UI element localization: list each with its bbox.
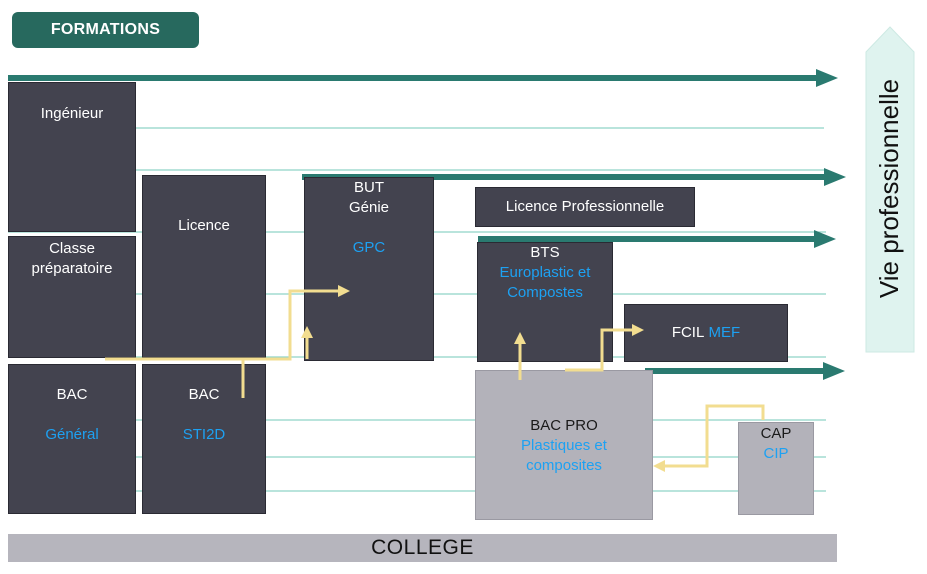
bac-pro-sub1: Plastiques et — [521, 437, 607, 454]
cap-box: CAP CIP — [738, 422, 814, 515]
teal-arrow-shaft — [8, 75, 820, 81]
bac-sti2d-label: BAC — [188, 386, 220, 403]
but-line1: BUT — [354, 179, 384, 196]
ingenieur-label: Ingénieur — [40, 105, 104, 122]
teal-arrow-shaft — [645, 368, 827, 374]
path-to-but-gpc — [105, 289, 340, 361]
arrowhead — [632, 324, 644, 336]
teal-arrows — [8, 69, 846, 380]
fcil-label: FCIL — [671, 324, 705, 341]
bac-general-label: BAC — [56, 386, 88, 403]
classe-preparatoire-box: Classe préparatoire — [8, 236, 136, 358]
fcil-sub: MEF — [708, 324, 741, 341]
bac-pro-sub2: composites — [526, 457, 602, 474]
cap-sub: CIP — [763, 445, 789, 462]
licence-professionnelle-box: Licence Professionnelle — [475, 187, 695, 227]
teal-arrow-head — [823, 362, 845, 380]
licence-box: Licence — [142, 175, 266, 358]
ingenieur-box: Ingénieur — [8, 82, 136, 232]
teal-arrow-shaft — [302, 174, 828, 180]
vie-professionnelle-label-wrap: Vie professionnelle — [864, 25, 916, 352]
cap-label: CAP — [760, 425, 792, 442]
bts-label: BTS — [530, 244, 560, 261]
yellow-arrowheads — [301, 285, 665, 472]
bac-sti2d-sub: STI2D — [182, 426, 226, 443]
teal-arrow-head — [816, 69, 838, 87]
arrowhead — [514, 332, 526, 344]
classe-prep-line2: préparatoire — [31, 260, 113, 277]
bac-sti2d-box: BAC STI2D — [142, 364, 266, 514]
bac-pro-label: BAC PRO — [530, 417, 598, 434]
bac-pro-box: BAC PRO Plastiques et composites — [475, 370, 653, 520]
vie-professionnelle-arrow — [865, 26, 915, 353]
formations-badge: FORMATIONS — [12, 12, 199, 48]
yellow-paths — [105, 289, 765, 468]
licence-label: Licence — [178, 217, 230, 234]
bts-sub2: Compostes — [507, 284, 583, 301]
but-sub: GPC — [352, 239, 386, 256]
bac-general-sub: Général — [45, 426, 99, 443]
teal-arrow-head — [814, 230, 836, 248]
path-bacpro-to-fcil — [565, 328, 634, 372]
vie-professionnelle-label: Vie professionnelle — [874, 78, 905, 299]
classe-prep-line1: Classe — [49, 240, 95, 257]
but-line2: Génie — [348, 199, 390, 216]
licence-pro-label: Licence Professionnelle — [505, 198, 665, 215]
arrowhead — [653, 460, 665, 472]
fcil-box: FCIL MEF — [624, 304, 788, 362]
arrowhead — [338, 285, 350, 297]
teal-arrow-shaft — [478, 236, 818, 242]
bts-sub1: Europlastic et — [499, 264, 591, 281]
arrowhead — [301, 326, 313, 338]
bts-box: BTS Europlastic et Compostes — [477, 242, 613, 362]
college-bar: COLLEGE — [8, 534, 837, 562]
path-cap-to-bacpro — [663, 404, 765, 468]
bac-general-box: BAC Général — [8, 364, 136, 514]
teal-arrow-head — [824, 168, 846, 186]
but-box: BUT Génie GPC — [304, 177, 434, 361]
